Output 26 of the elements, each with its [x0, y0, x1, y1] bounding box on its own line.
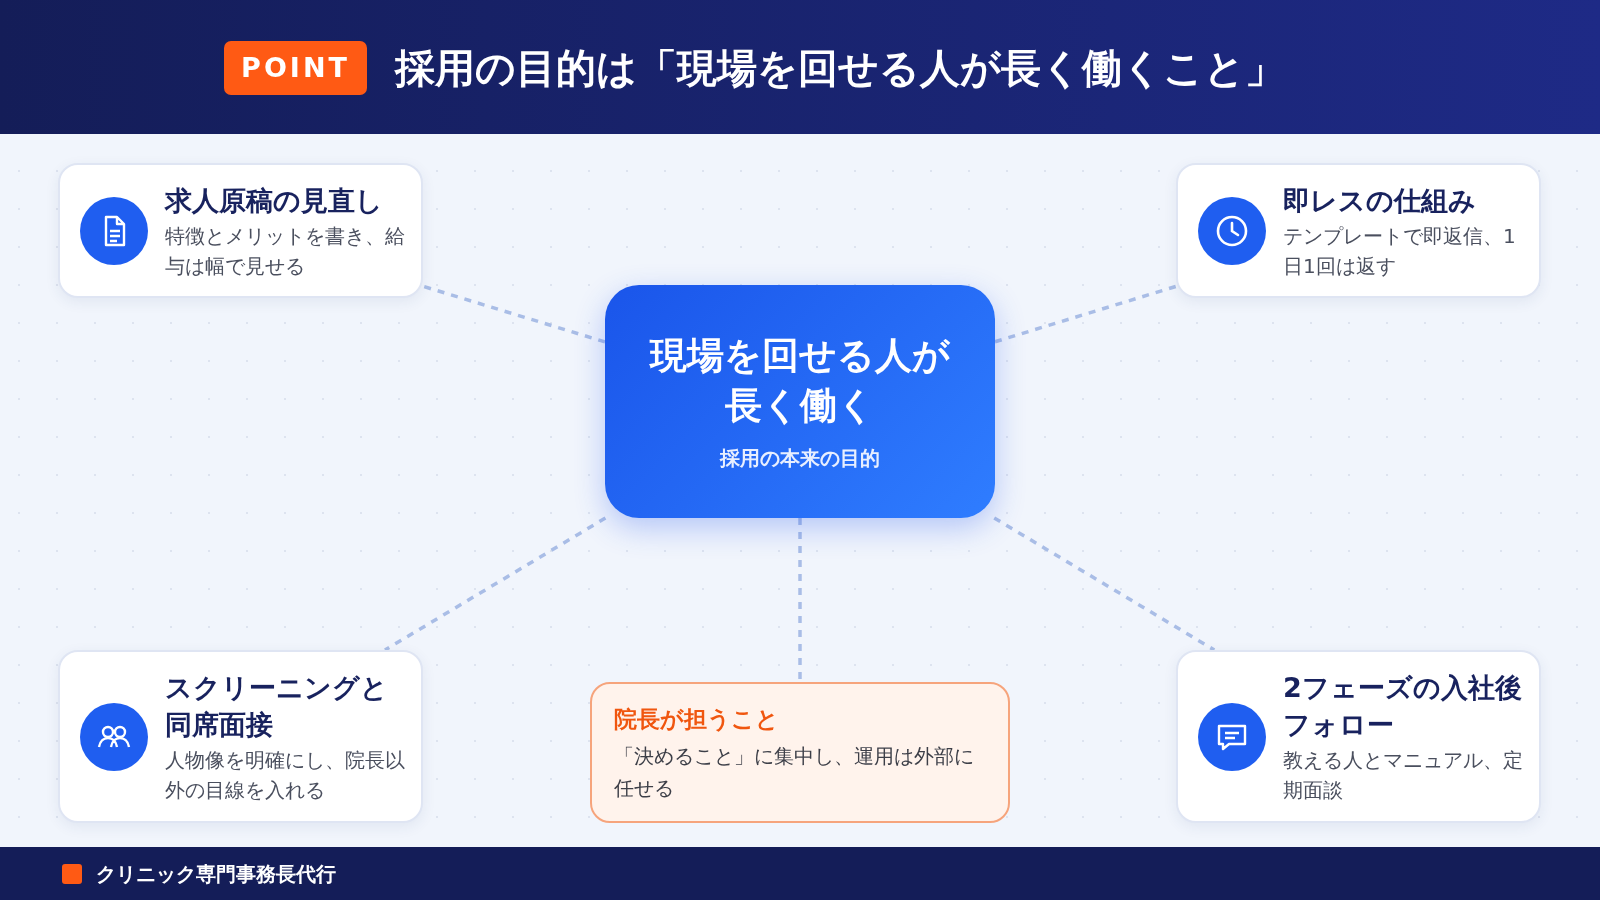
title: 採用の目的は「現場を回せる人が長く働くこと」 — [395, 44, 1285, 93]
center-subtitle: 採用の本来の目的 — [718, 444, 881, 472]
connector-line — [993, 516, 1216, 652]
info-card — [58, 163, 423, 298]
footer-text: クリニック専門事務長代行 — [96, 861, 336, 888]
card-heading: 求人原稿の見直し — [165, 183, 384, 217]
info-card — [58, 650, 423, 823]
info-card — [1176, 163, 1541, 298]
note-box — [590, 682, 1010, 823]
card-text: 教える人とマニュアル、定期面談 — [1283, 746, 1524, 804]
point-badge: POINT — [224, 41, 367, 95]
card-heading: スクリーニングと同席面接 — [165, 670, 389, 742]
card-text: 特徴とメリットを書き、給与は幅で見せる — [165, 222, 406, 279]
connector-line — [384, 516, 607, 652]
card-text: 人物像を明確にし、院長以外の目線を入れる — [165, 746, 406, 804]
center-heading: 現場を回せる人が長く働く — [648, 332, 951, 429]
info-card — [1176, 650, 1541, 823]
connector-line — [422, 284, 606, 344]
note-text: 「決めること」に集中し、運用は外部に任せる — [614, 742, 975, 802]
connector-line — [798, 518, 802, 682]
card-heading: 2フェーズの入社後フォロー — [1283, 670, 1523, 742]
card-text: テンプレートで即返信、1日1回は返す — [1283, 222, 1517, 279]
card-heading: 即レスの仕組み — [1283, 183, 1477, 217]
center-box — [605, 285, 995, 518]
note-heading: 院長が担うこと — [614, 704, 780, 734]
connector-line — [994, 284, 1177, 344]
